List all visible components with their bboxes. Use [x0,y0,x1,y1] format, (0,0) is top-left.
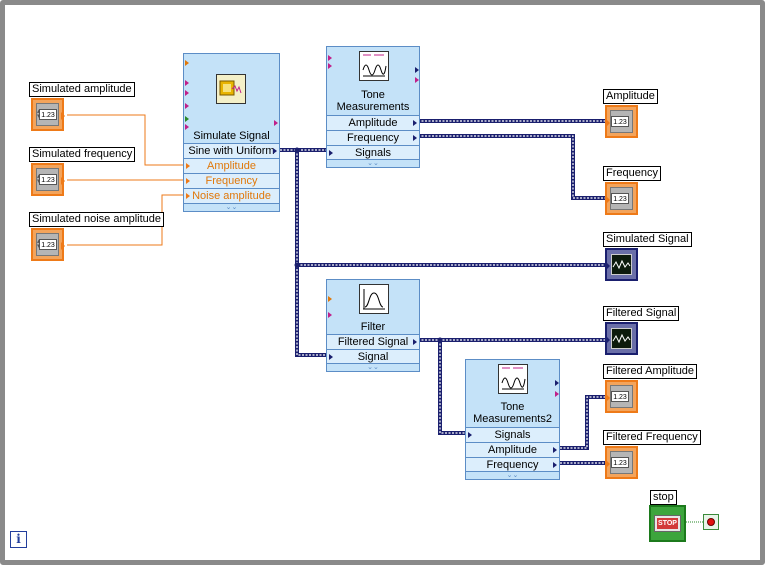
numeric-indicator-amplitude[interactable]: 1.23 [605,105,638,138]
wire-junction [294,147,300,153]
numeric-value: 1.23 [611,116,629,127]
info-icon[interactable]: i [10,531,27,548]
simulate-signal-vi[interactable]: Simulate Signal Sine with Uniform Amplit… [183,53,280,212]
numeric-value: 1.23 [611,193,629,204]
vi-title: Filter [360,321,386,333]
control-label-simulated-amplitude: Simulated amplitude [29,82,135,97]
numeric-control-simulated-frequency[interactable]: ▴▾ 1.23 [31,163,65,196]
terminal-filtered-signal[interactable]: Filtered Signal [327,334,419,349]
wire-tone1-freq [418,134,605,200]
numeric-value: 1.23 [39,174,57,185]
terminal-signals[interactable]: Signals [466,427,559,442]
indicator-label-filtered-signal: Filtered Signal [603,306,680,321]
wire-filtered-to-tone2 [438,340,465,435]
waveform-graph-icon [611,328,632,349]
tone-measurements-icon [498,364,528,394]
terminal-amplitude[interactable]: Amplitude [327,115,419,130]
expand-chevron-icon[interactable]: ⌄⌄ [327,159,419,167]
wire-tone2-amp [560,395,605,450]
indicator-label-filtered-amplitude: Filtered Amplitude [603,364,698,379]
control-label-simulated-noise-amplitude: Simulated noise amplitude [29,212,165,227]
numeric-indicator-filtered-frequency[interactable]: 1.23 [605,446,638,479]
numeric-value: 1.23 [39,239,57,250]
stop-button[interactable]: STOP [649,505,686,542]
numeric-control-simulated-amplitude[interactable]: ▴▾ 1.23 [31,98,65,131]
indicator-label-frequency: Frequency [603,166,661,181]
vi-title: Simulate Signal [193,130,270,142]
expand-chevron-icon[interactable]: ⌄⌄ [466,471,559,479]
indicator-label-simulated-signal: Simulated Signal [603,232,692,247]
numeric-control-simulated-noise-amplitude[interactable]: ▴▾ 1.23 [31,228,65,261]
stop-label: stop [650,490,677,505]
tone-measurements2-vi[interactable]: Tone Measurements2 Signals Amplitude Fre… [465,359,560,480]
numeric-value: 1.23 [611,457,629,468]
increment-arrows-icon: ▴▾ [37,238,41,250]
stop-button-text: STOP [657,518,678,529]
wire-signal-down [295,150,326,357]
terminal-frequency[interactable]: Frequency [184,173,279,188]
terminal-frequency[interactable]: Frequency [327,130,419,145]
numeric-indicator-filtered-amplitude[interactable]: 1.23 [605,380,638,413]
increment-arrows-icon: ▴▾ [37,108,41,120]
indicator-label-amplitude: Amplitude [603,89,658,104]
graph-indicator-filtered-signal[interactable] [605,322,638,355]
increment-arrows-icon: ▴▾ [37,173,41,185]
filter-vi[interactable]: Filter Filtered Signal Signal ⌄⌄ [326,279,420,372]
tone-measurements-icon [359,51,389,81]
terminal-signal[interactable]: Signal [327,349,419,364]
vi-title: Tone Measurements [336,89,410,113]
terminal-amplitude[interactable]: Amplitude [466,442,559,457]
expand-chevron-icon[interactable]: ⌄⌄ [327,363,419,371]
waveform-graph-icon [611,254,632,275]
terminal-signals[interactable]: Signals [327,145,419,160]
numeric-value: 1.23 [39,109,57,120]
vi-title: Tone Measurements2 [473,401,552,425]
numeric-indicator-frequency[interactable]: 1.23 [605,182,638,215]
terminal-amplitude[interactable]: Amplitude [184,158,279,173]
indicator-label-filtered-frequency: Filtered Frequency [603,430,701,445]
wire-junction [294,262,300,268]
filter-icon [359,284,389,314]
simulate-signal-icon [216,74,246,104]
expand-chevron-icon[interactable]: ⌄⌄ [184,203,279,211]
graph-indicator-simulated-signal[interactable] [605,248,638,281]
tone-measurements-vi[interactable]: Tone Measurements Amplitude Frequency Si… [326,46,420,168]
terminal-noise-amplitude[interactable]: Noise amplitude [184,188,279,203]
loop-condition-stop-icon[interactable] [703,514,719,530]
wire-junction [437,337,443,343]
control-label-simulated-frequency: Simulated frequency [29,147,136,162]
wire-sim-amplitude [67,114,183,166]
terminal-frequency[interactable]: Frequency [466,457,559,472]
terminal-sine-with-uniform[interactable]: Sine with Uniform [184,143,279,158]
numeric-value: 1.23 [611,391,629,402]
